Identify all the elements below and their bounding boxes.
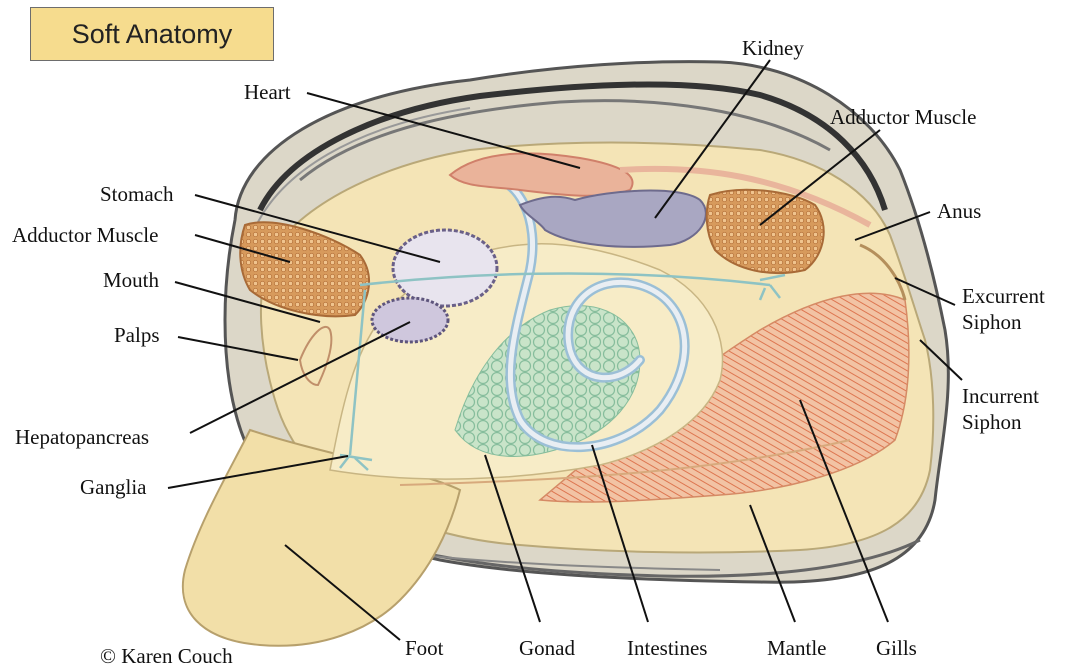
title-box: Soft Anatomy <box>30 7 274 61</box>
credit-text: © Karen Couch <box>100 644 233 668</box>
label-incurrent-2: Siphon <box>962 410 1022 434</box>
label-stomach: Stomach <box>100 182 174 206</box>
label-adductor-muscle-left: Adductor Muscle <box>12 223 158 247</box>
label-intestines: Intestines <box>627 636 707 660</box>
label-excurrent-1: Excurrent <box>962 284 1045 308</box>
label-gills: Gills <box>876 636 917 660</box>
label-foot: Foot <box>405 636 444 660</box>
label-anus: Anus <box>937 199 981 223</box>
label-mouth: Mouth <box>103 268 159 292</box>
label-adductor-muscle-right: Adductor Muscle <box>830 105 976 129</box>
label-kidney: Kidney <box>742 36 804 60</box>
label-mantle: Mantle <box>767 636 826 660</box>
label-ganglia: Ganglia <box>80 475 146 499</box>
stomach <box>393 230 497 306</box>
label-heart: Heart <box>244 80 291 104</box>
label-palps: Palps <box>114 323 160 347</box>
label-excurrent-2: Siphon <box>962 310 1022 334</box>
label-gonad: Gonad <box>519 636 575 660</box>
label-hepatopancreas: Hepatopancreas <box>15 425 149 449</box>
label-incurrent-1: Incurrent <box>962 384 1039 408</box>
